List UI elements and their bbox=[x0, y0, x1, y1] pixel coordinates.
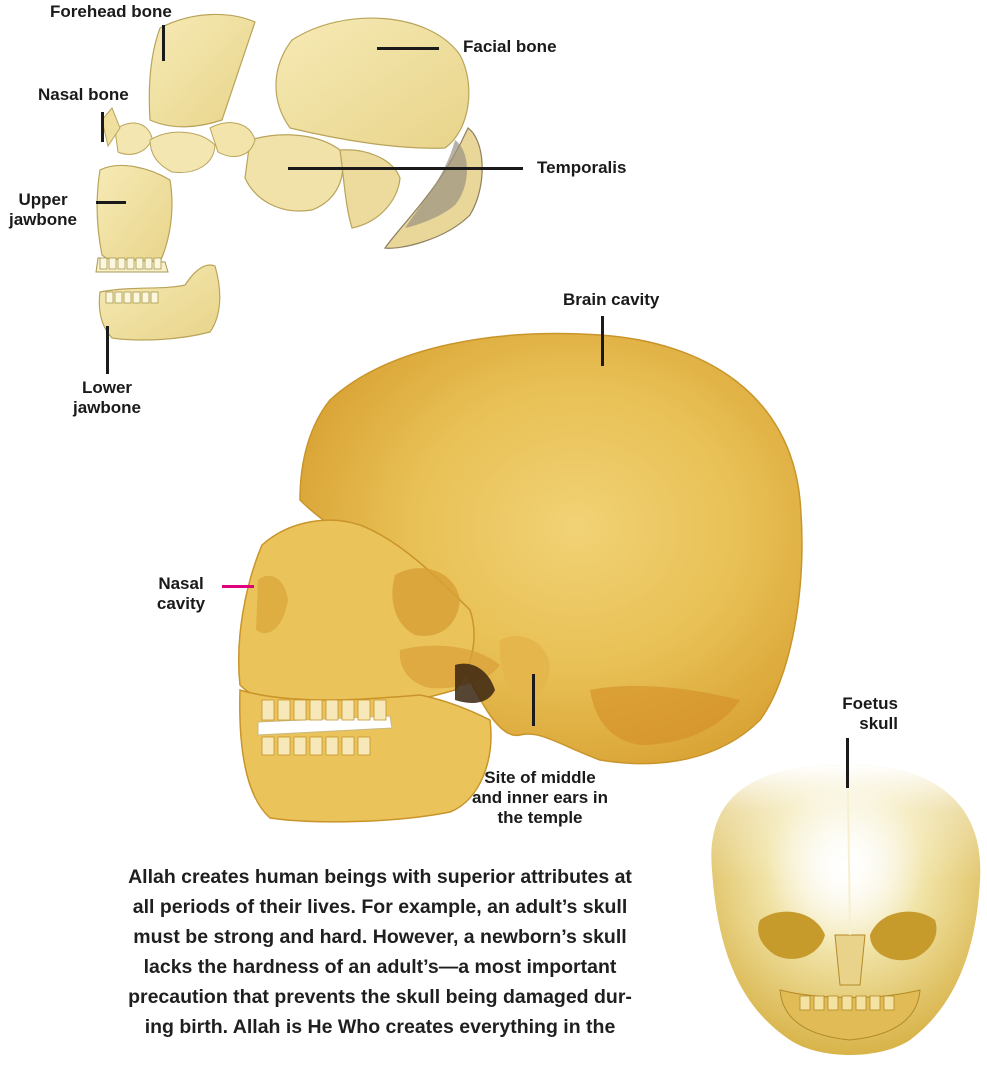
middle-inner-ears-label-line-1: Site of middle bbox=[460, 768, 620, 788]
caption-line: precaution that prevents the skull being… bbox=[60, 982, 700, 1012]
exploded-maxilla bbox=[97, 165, 172, 265]
foetus-skull-line bbox=[846, 738, 849, 788]
caption-line: ing birth. Allah is He Who creates every… bbox=[60, 1012, 700, 1042]
caption-line: must be strong and hard. However, a newb… bbox=[60, 922, 700, 952]
forehead-bone-label: Forehead bone bbox=[50, 2, 172, 22]
lower-jawbone-label-line-1: Lower bbox=[45, 378, 169, 398]
exploded-frontal-bone bbox=[149, 14, 255, 126]
nasal-cavity-label-line-1: Nasal bbox=[146, 574, 216, 594]
foetus-skull bbox=[711, 765, 980, 1055]
upper-jawbone-label: Upper jawbone bbox=[2, 190, 84, 230]
nasal-cavity-line bbox=[222, 585, 254, 588]
middle-inner-ears-label-line-3: the temple bbox=[460, 808, 620, 828]
brain-cavity-line bbox=[601, 316, 604, 366]
caption-paragraph: Allah creates human beings with superior… bbox=[60, 862, 700, 1042]
upper-jawbone-label-line-1: Upper bbox=[2, 190, 84, 210]
middle-inner-ears-label: Site of middle and inner ears in the tem… bbox=[460, 768, 620, 828]
middle-inner-ears-line bbox=[532, 674, 535, 726]
upper-jawbone-label-line-2: jawbone bbox=[2, 210, 84, 230]
temporalis-line bbox=[288, 167, 523, 170]
temporalis-label: Temporalis bbox=[537, 158, 626, 178]
nasal-cavity-label: Nasal cavity bbox=[146, 574, 216, 614]
lower-jawbone-label-line-2: jawbone bbox=[45, 398, 169, 418]
exploded-temporal-bone bbox=[245, 135, 343, 211]
nasal-bone-line bbox=[101, 112, 104, 142]
lower-jawbone-line bbox=[106, 326, 109, 374]
nasal-cavity-label-line-2: cavity bbox=[146, 594, 216, 614]
forehead-bone-line bbox=[162, 25, 165, 61]
foetus-skull-label-line-2: skull bbox=[800, 714, 898, 734]
adult-skull bbox=[239, 334, 802, 822]
facial-bone-line bbox=[377, 47, 439, 50]
brain-cavity-label: Brain cavity bbox=[563, 290, 659, 310]
nasal-bone-label: Nasal bone bbox=[38, 85, 129, 105]
caption-line: all periods of their lives. For example,… bbox=[60, 892, 700, 922]
exploded-skull-diagram bbox=[96, 14, 482, 340]
lower-jawbone-label: Lower jawbone bbox=[45, 378, 169, 418]
exploded-parietal-bone bbox=[276, 18, 469, 148]
upper-jawbone-line bbox=[96, 201, 126, 204]
foetus-skull-label: Foetus skull bbox=[800, 694, 898, 734]
facial-bone-label: Facial bone bbox=[463, 37, 557, 57]
foetus-skull-label-line-1: Foetus bbox=[800, 694, 898, 714]
caption-line: Allah creates human beings with superior… bbox=[60, 862, 700, 892]
caption-line: lacks the hardness of an adult’s—a most … bbox=[60, 952, 700, 982]
middle-inner-ears-label-line-2: and inner ears in bbox=[460, 788, 620, 808]
